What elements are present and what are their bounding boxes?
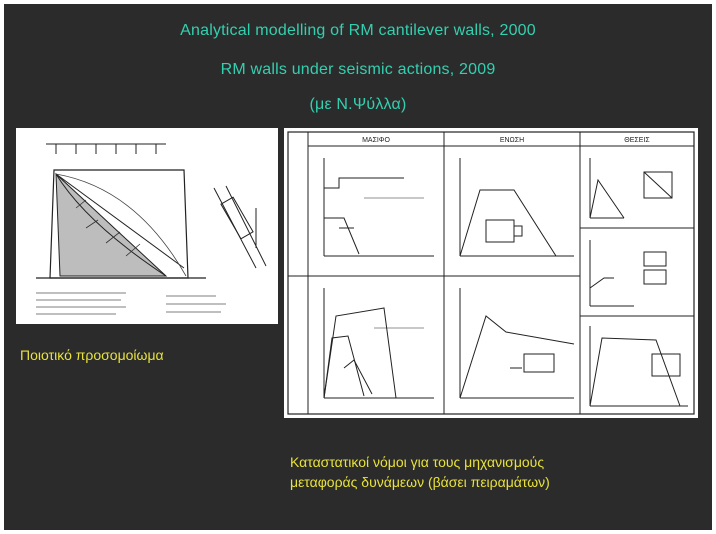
col-header-2: ΕΝΩΣΗ <box>500 137 524 144</box>
left-caption: Ποιοτικό προσομοίωμα <box>20 347 164 363</box>
col-header-3: ΘΕΣΕΙΣ <box>624 137 650 144</box>
right-caption-line-2: μεταφοράς δυνάμεων (βάσει πειραμάτων) <box>290 474 550 490</box>
right-caption-line-1: Καταστατικοί νόμοι για τους μηχανισμούς <box>290 454 545 470</box>
title-line-2: RM walls under seismic actions, 2009 <box>220 61 496 78</box>
figure-left-wall-model <box>16 128 278 324</box>
title-line-3: (με Ν.Ψύλλα) <box>309 96 407 113</box>
title-line-1: Analytical modelling of RM cantilever wa… <box>180 22 536 39</box>
col-header-1: ΜΑΣΙΦΟ <box>362 137 390 144</box>
figure-right-constitutive-laws: ΜΑΣΙΦΟ ΕΝΩΣΗ ΘΕΣΕΙΣ <box>284 128 698 418</box>
